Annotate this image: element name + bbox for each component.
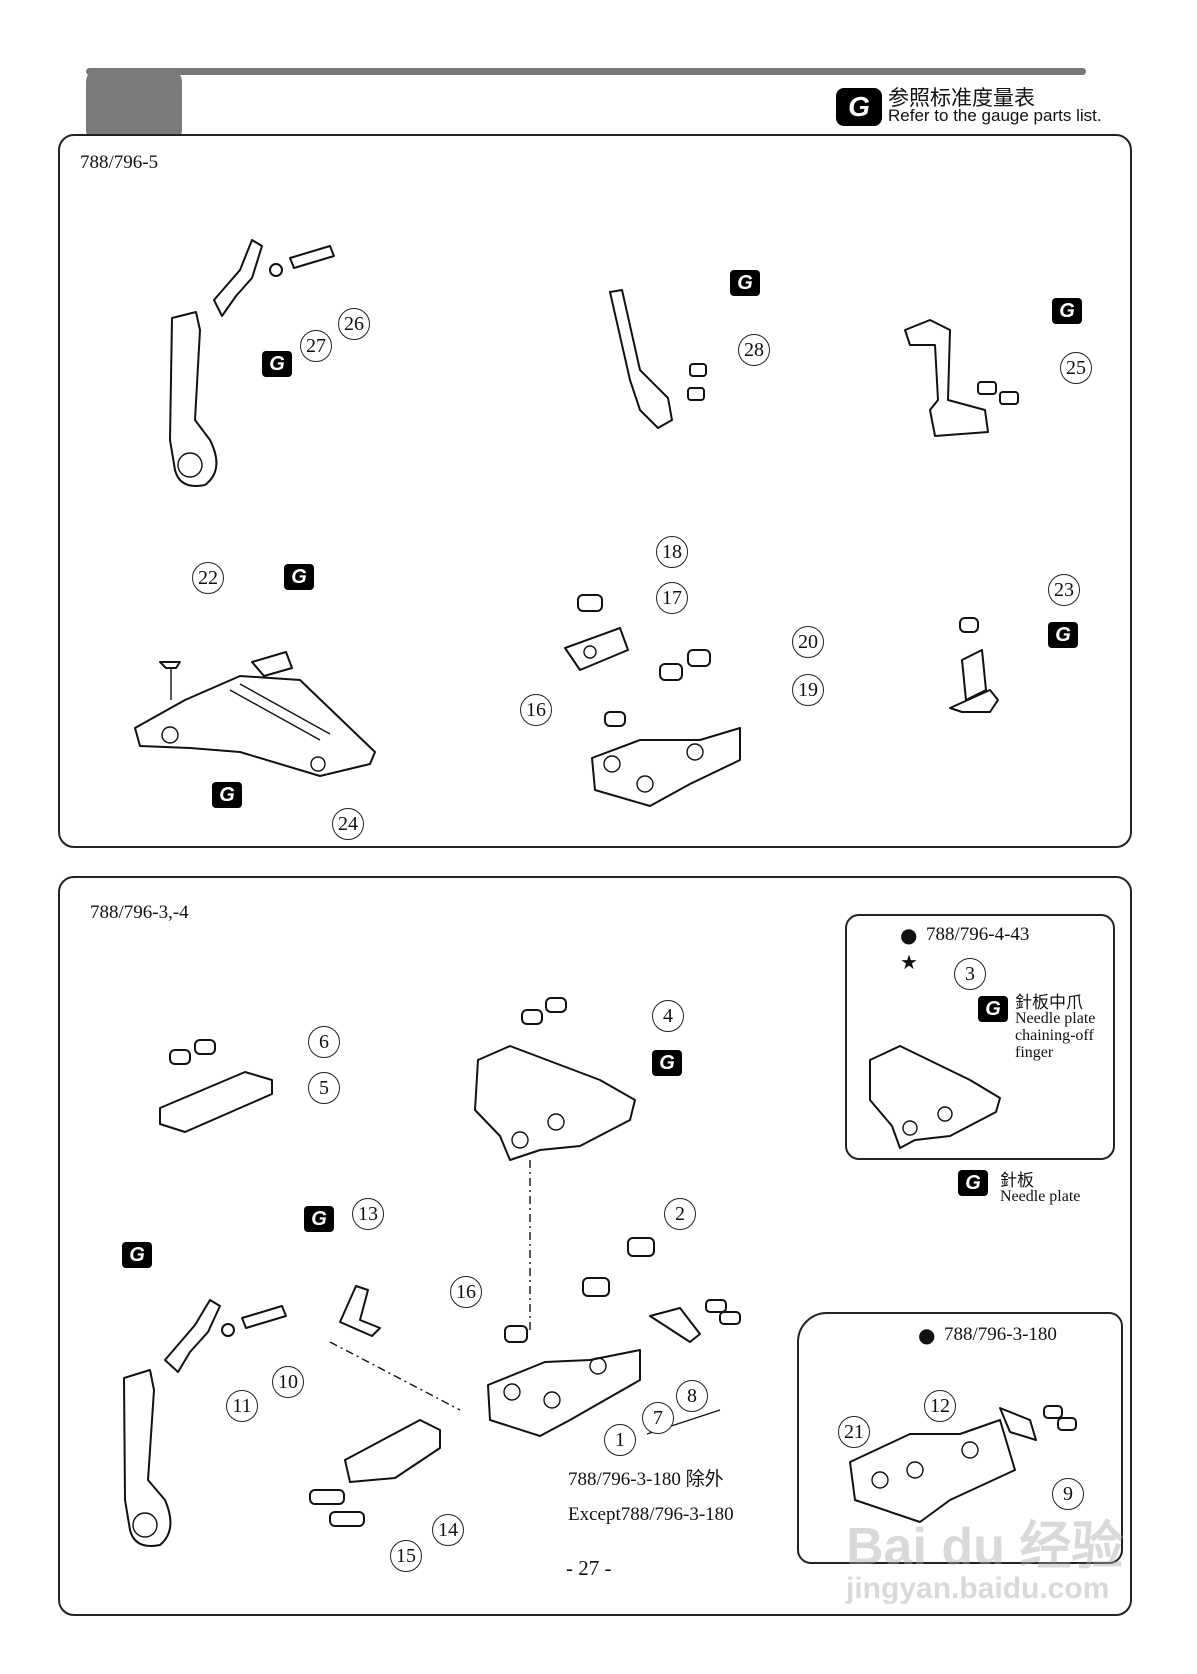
page-number: - 27 - bbox=[566, 1556, 612, 1580]
gauge-badge: G bbox=[652, 1050, 682, 1076]
inset-model-label: 788/796-3-180 bbox=[944, 1324, 1057, 1345]
watermark-logo: Bai du 经验 bbox=[846, 1518, 1124, 1576]
callout-16: 16 bbox=[520, 694, 552, 726]
inset-block-illustration bbox=[849, 1405, 1077, 1523]
bracket-illustration bbox=[904, 319, 1019, 437]
gauge-badge: G bbox=[730, 270, 760, 296]
callout-25: 25 bbox=[1060, 352, 1092, 384]
callout-27: 27 bbox=[300, 330, 332, 362]
small-plate-illustration bbox=[159, 1039, 273, 1133]
callout-17: 17 bbox=[656, 582, 688, 614]
needle-plate-illustration bbox=[474, 997, 636, 1330]
callout-5: 5 bbox=[308, 1072, 340, 1104]
header-title-cn: 参照标准度量表 bbox=[888, 86, 1035, 110]
callout-28: 28 bbox=[738, 334, 770, 366]
star-icon: ★ bbox=[900, 950, 918, 974]
gauge-badge: G bbox=[304, 1206, 334, 1232]
header-tab bbox=[86, 68, 182, 144]
callout-1: 1 bbox=[604, 1424, 636, 1456]
looper-arm-illustration bbox=[123, 1299, 287, 1547]
model-label: 788/796-5 bbox=[80, 152, 159, 173]
finger-illustration bbox=[329, 1285, 461, 1411]
callout-2: 2 bbox=[664, 1198, 696, 1230]
bullet-icon: ● bbox=[918, 1323, 936, 1347]
callout-22: 22 bbox=[192, 562, 224, 594]
callout-23: 23 bbox=[1048, 574, 1080, 606]
callout-12: 12 bbox=[924, 1390, 956, 1422]
header-g-badge: G bbox=[836, 88, 882, 126]
callout-3: 3 bbox=[954, 958, 986, 990]
gauge-badge: G bbox=[1048, 622, 1078, 648]
callout-7: 7 bbox=[642, 1402, 674, 1434]
gauge-badge: G bbox=[1052, 298, 1082, 324]
header-title-en: Refer to the gauge parts list. bbox=[888, 106, 1102, 125]
callout-10: 10 bbox=[272, 1366, 304, 1398]
watermark-url: jingyan.baidu.com bbox=[846, 1572, 1110, 1605]
gauge-badge: G bbox=[958, 1170, 988, 1196]
rod-illustration bbox=[609, 289, 707, 429]
callout-6: 6 bbox=[308, 1026, 340, 1058]
needle-plate-en: Needle plate bbox=[1000, 1188, 1081, 1205]
inset-label-en1: Needle plate bbox=[1015, 1010, 1096, 1027]
gauge-badge: G bbox=[212, 782, 242, 808]
inset-label-cn: 針板中爪 bbox=[1015, 993, 1083, 1012]
inset-model-label: 788/796-4-43 bbox=[926, 924, 1030, 945]
holder-illustration bbox=[309, 1419, 441, 1527]
callout-13: 13 bbox=[352, 1198, 384, 1230]
small-bracket-illustration bbox=[949, 617, 999, 713]
callout-19: 19 bbox=[792, 674, 824, 706]
callout-24: 24 bbox=[332, 808, 364, 840]
header-bar bbox=[86, 68, 1086, 75]
callout-18: 18 bbox=[656, 536, 688, 568]
gauge-badge: G bbox=[978, 996, 1008, 1022]
callout-26: 26 bbox=[338, 308, 370, 340]
callout-14: 14 bbox=[432, 1514, 464, 1546]
inset-label-en2: chaining-off bbox=[1015, 1027, 1094, 1044]
bullet-icon: ● bbox=[900, 923, 918, 947]
gauge-badge: G bbox=[284, 564, 314, 590]
callout-20: 20 bbox=[792, 626, 824, 658]
model-label: 788/796-3,-4 bbox=[90, 902, 189, 923]
gauge-badge: G bbox=[262, 351, 292, 377]
callout-11: 11 bbox=[226, 1390, 258, 1422]
except-label-cn: 788/796-3-180 除外 bbox=[568, 1469, 724, 1490]
except-label-en: Except788/796-3-180 bbox=[568, 1504, 734, 1525]
callout-15: 15 bbox=[390, 1540, 422, 1572]
looper-arm-illustration bbox=[169, 239, 335, 487]
gauge-badge: G bbox=[122, 1242, 152, 1268]
callout-4: 4 bbox=[652, 1000, 684, 1032]
callout-21: 21 bbox=[838, 1416, 870, 1448]
callout-8: 8 bbox=[676, 1380, 708, 1412]
inset-label-en3: finger bbox=[1015, 1044, 1054, 1061]
plate-illustration bbox=[564, 594, 741, 807]
callout-9: 9 bbox=[1052, 1478, 1084, 1510]
inset-plate-illustration bbox=[869, 1045, 1001, 1149]
callout-16: 16 bbox=[450, 1276, 482, 1308]
needle-plate-cn: 針板 bbox=[1000, 1171, 1034, 1190]
plate-illustration bbox=[487, 1237, 741, 1437]
needle-plate-illustration bbox=[134, 651, 376, 777]
